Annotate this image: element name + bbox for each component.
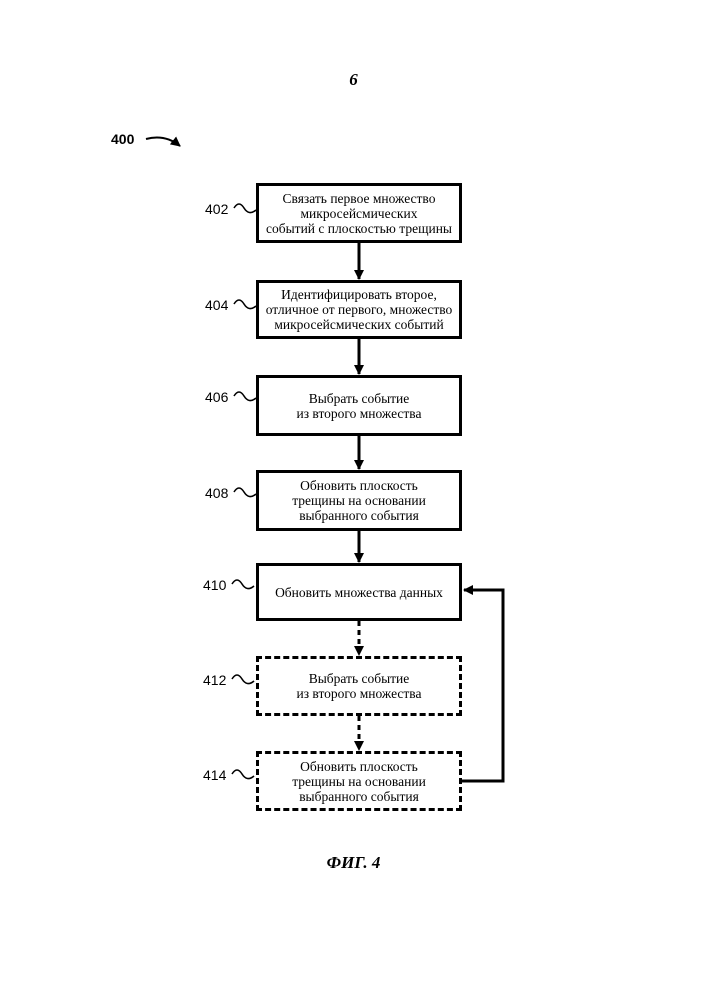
figure-label: ФИГ. 4: [0, 853, 707, 873]
leader-410: [232, 580, 254, 589]
leader-408: [234, 488, 256, 497]
leader-406: [234, 392, 256, 401]
leader-402: [234, 204, 256, 213]
leader-404: [234, 300, 256, 309]
diagram-pointer-arrow: [146, 138, 180, 146]
leader-412: [232, 675, 254, 684]
feedback-arrow-414-to-410: [462, 590, 503, 781]
leader-414: [232, 770, 254, 779]
